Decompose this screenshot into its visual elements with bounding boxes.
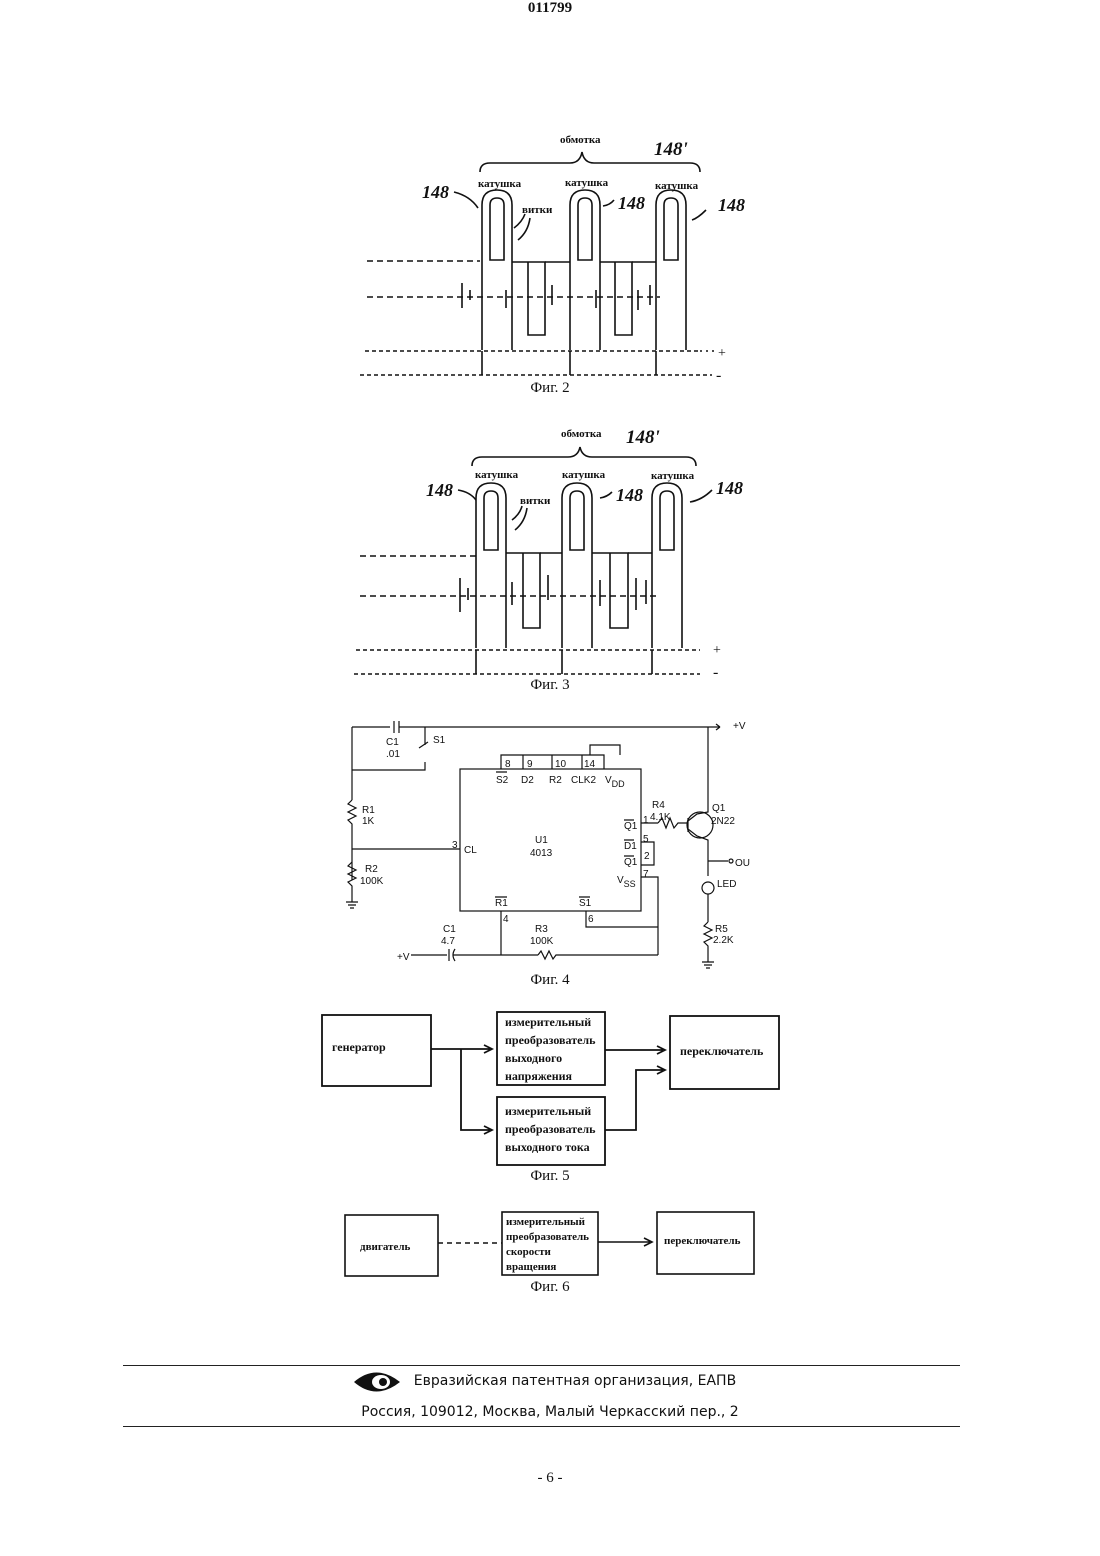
fig4-r4-val: 4.1K	[650, 812, 671, 823]
fig4-s1: S1	[433, 735, 446, 746]
fig4-pin7: 7	[643, 869, 649, 880]
fig6-speed-1: измерительный	[506, 1216, 586, 1228]
fig4-u1: U1	[535, 835, 548, 846]
fig4-plus-v-top: +V	[733, 721, 746, 732]
fig5-switch: переключатель	[680, 1044, 764, 1058]
fig4-s1bar: S1	[579, 898, 592, 909]
fig6-motor: двигатель	[360, 1241, 411, 1253]
fig4-pin8: 8	[505, 759, 511, 770]
fig4-r1: R1	[362, 805, 375, 816]
fig6-speed-4: вращения	[506, 1261, 556, 1273]
fig4-c1-top-val: .01	[386, 749, 400, 760]
fig4-pin5: 5	[643, 834, 649, 845]
fig3-plus: +	[713, 643, 721, 658]
fig4-u1-val: 4013	[530, 848, 553, 859]
fig3-ref-right: 148	[716, 478, 743, 498]
fig3-coil-label-2: катушка	[562, 469, 606, 481]
fig4-pin2: 2	[644, 851, 650, 862]
fig4-pin14: 14	[584, 759, 596, 770]
fig4-schematic: C1 .01 S1 R1 1K R2 100K 8 9 10 14 S2 D2 …	[346, 721, 750, 968]
fig4-pin9: 9	[527, 759, 533, 770]
fig4-s2: S2	[496, 775, 509, 786]
fig4-ou: OU	[735, 858, 750, 869]
fig3-ref-mid: 148	[616, 485, 643, 505]
fig4-tq1: Q1	[712, 803, 726, 814]
fig2-coil-label-2: катушка	[565, 177, 609, 189]
fig4-pin4: 4	[503, 914, 509, 925]
fig4-r5: R5	[715, 924, 728, 935]
fig6-caption: Фиг. 6	[0, 1279, 1100, 1296]
fig4-pin10: 10	[555, 759, 567, 770]
footer-bottom-rule	[123, 1426, 960, 1427]
fig4-clk2: CLK2	[571, 775, 596, 786]
page-number: - 6 -	[0, 1470, 1100, 1487]
fig4-q1bar: Q1	[624, 821, 638, 832]
fig4-r4: R4	[652, 800, 665, 811]
fig5-current-3: выходного тока	[505, 1140, 590, 1154]
fig2-plus: +	[718, 346, 726, 361]
footer-org: Евразийская патентная организация, ЕАПВ	[0, 1373, 1100, 1389]
fig5-voltage-3: выходного	[505, 1051, 562, 1065]
fig4-cl: CL	[464, 845, 477, 856]
fig2-caption: Фиг. 2	[0, 380, 1100, 397]
fig3-ref-left: 148	[426, 480, 453, 500]
fig4-led: LED	[717, 879, 736, 890]
fig4-c1-bot: C1	[443, 924, 456, 935]
fig2-ref-right: 148	[718, 195, 745, 215]
fig3-caption: Фиг. 3	[0, 677, 1100, 694]
fig4-vdd: VDD	[605, 775, 625, 789]
fig4-r2-val: 100K	[360, 876, 384, 887]
fig2-ref-left: 148	[422, 182, 449, 202]
fig4-r1-val: 1K	[362, 816, 375, 827]
fig4-vss: VSS	[617, 875, 636, 889]
fig6-switch: переключатель	[664, 1235, 741, 1247]
fig5-current-1: измерительный	[505, 1104, 591, 1118]
fig4-c1-bot-val: 4.7	[441, 936, 455, 947]
fig5-current-2: преобразователь	[505, 1122, 596, 1136]
fig2-winding-ref: 148'	[654, 139, 688, 160]
fig4-r5-val: 2.2K	[713, 935, 734, 946]
fig4-r3: R3	[535, 924, 548, 935]
fig5-voltage-2: преобразователь	[505, 1033, 596, 1047]
fig4-r2: R2	[365, 864, 378, 875]
fig5-block-diagram: генератор измерительный преобразователь …	[322, 1012, 779, 1165]
fig4-tq1-val: 2N22	[711, 816, 735, 827]
fig4-c1-top: C1	[386, 737, 399, 748]
fig3-coil-label-1: катушка	[475, 469, 519, 481]
fig5-caption: Фиг. 5	[0, 1168, 1100, 1185]
fig4-q1: Q1	[624, 857, 638, 868]
fig5-generator: генератор	[332, 1040, 386, 1054]
fig5-voltage-4: напряжения	[505, 1069, 573, 1083]
fig4-pin1: 1	[643, 815, 649, 826]
fig4-plus-v-bot: +V	[397, 952, 410, 963]
fig4-r1bar: R1	[495, 898, 508, 909]
fig4-pin6: 6	[588, 914, 594, 925]
fig5-voltage-1: измерительный	[505, 1015, 591, 1029]
fig2-coil-label-1: катушка	[478, 178, 522, 190]
fig3-brace	[472, 447, 696, 466]
footer-address: Россия, 109012, Москва, Малый Черкасский…	[0, 1404, 1100, 1420]
fig2-turns-label: витки	[522, 204, 553, 216]
fig4-d2: D2	[521, 775, 534, 786]
fig4-r3-val: 100K	[530, 936, 554, 947]
fig3-coil-label-3: катушка	[651, 470, 695, 482]
fig4-d1: D1	[624, 841, 637, 852]
fig6-block-diagram: двигатель измерительный преобразователь …	[345, 1212, 754, 1276]
fig2-diagram: обмотка 148' катушка катушка катушка вит…	[360, 134, 745, 384]
fig2-ref-mid: 148	[618, 193, 645, 213]
fig4-caption: Фиг. 4	[0, 972, 1100, 989]
footer-top-rule	[123, 1365, 960, 1366]
fig6-speed-3: скорости	[506, 1246, 551, 1258]
fig3-turns-label: витки	[520, 495, 551, 507]
fig3-winding-ref: 148'	[626, 427, 660, 448]
fig3-diagram: обмотка 148' катушка катушка катушка вит…	[354, 427, 743, 681]
fig6-speed-2: преобразователь	[506, 1231, 589, 1243]
fig3-winding-label: обмотка	[561, 428, 602, 440]
fig4-r2pin: R2	[549, 775, 562, 786]
fig2-winding-label: обмотка	[560, 134, 601, 146]
